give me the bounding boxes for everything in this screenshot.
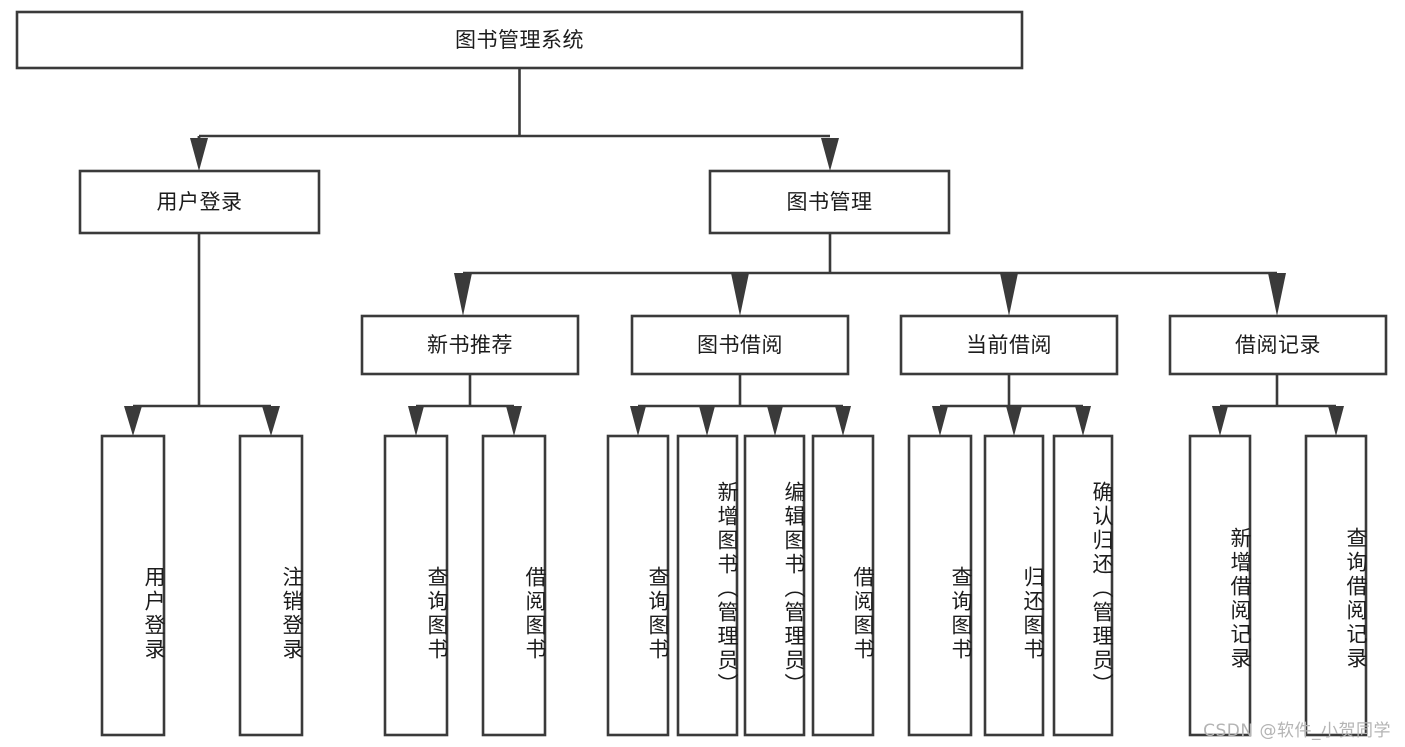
node-leaf-query-book-1-box[interactable] bbox=[383, 434, 449, 737]
arrow-head-leaf-query-book-3 bbox=[932, 406, 948, 436]
arrow-head-leaf-user-logout bbox=[262, 406, 280, 436]
node-current-borrow-box[interactable] bbox=[899, 314, 1119, 376]
arrow-head-new-book-rec bbox=[454, 273, 472, 316]
node-leaf-return-book-box[interactable] bbox=[983, 434, 1045, 737]
node-leaf-add-record-box[interactable] bbox=[1188, 434, 1252, 737]
node-current-borrow-label: 当前借阅 bbox=[966, 333, 1052, 357]
arrow-head-leaf-borrow-book-2 bbox=[835, 406, 851, 436]
node-borrow-record-label: 借阅记录 bbox=[1235, 333, 1321, 357]
arrow-head-leaf-confirm-return bbox=[1075, 406, 1091, 436]
node-leaf-borrow-book-1-box[interactable] bbox=[481, 434, 547, 737]
arrow-head-leaf-borrow-book-1 bbox=[506, 406, 522, 436]
arrow-head-leaf-edit-book bbox=[767, 406, 783, 436]
watermark-text: CSDN @软件_小贺同学 bbox=[1203, 721, 1391, 741]
node-book-borrow-box[interactable] bbox=[630, 314, 850, 376]
node-new-book-rec-box[interactable] bbox=[360, 314, 580, 376]
node-borrow-record-box[interactable] bbox=[1168, 314, 1388, 376]
arrow-head-leaf-query-book-2 bbox=[630, 406, 646, 436]
node-leaf-query-book-2-box[interactable] bbox=[606, 434, 670, 737]
node-leaf-borrow-book-2-box[interactable] bbox=[811, 434, 875, 737]
node-book-borrow-label: 图书借阅 bbox=[697, 333, 783, 357]
node-user-login-label: 用户登录 bbox=[157, 190, 243, 214]
node-new-book-rec-label: 新书推荐 bbox=[427, 333, 513, 357]
node-leaf-add-book-box[interactable] bbox=[676, 434, 739, 737]
arrow-head-leaf-query-record bbox=[1328, 406, 1344, 436]
arrow-head-leaf-add-record bbox=[1212, 406, 1228, 436]
node-leaf-edit-book-box[interactable] bbox=[743, 434, 806, 737]
node-book-manage-box[interactable] bbox=[708, 169, 951, 235]
arrow-head-current-borrow bbox=[1000, 273, 1018, 316]
node-leaf-user-login-box[interactable] bbox=[100, 434, 166, 737]
connector-layer bbox=[124, 68, 1344, 436]
node-user-login-box[interactable] bbox=[78, 169, 321, 235]
node-layer: 图书管理系统 用户登录 图书管理 新书推荐 图书借阅 当前借阅 借阅记录 bbox=[15, 10, 1388, 737]
arrow-head-borrow-record bbox=[1268, 273, 1286, 316]
node-root-label: 图书管理系统 bbox=[455, 28, 584, 52]
arrow-head-user-login bbox=[190, 138, 208, 171]
arrow-head-leaf-return-book bbox=[1006, 406, 1022, 436]
node-leaf-confirm-return-box[interactable] bbox=[1052, 434, 1114, 737]
arrow-head-leaf-query-book-1 bbox=[408, 406, 424, 436]
arrow-head-leaf-add-book bbox=[699, 406, 715, 436]
node-leaf-query-record-box[interactable] bbox=[1304, 434, 1368, 737]
node-leaf-query-book-3-box[interactable] bbox=[907, 434, 973, 737]
node-book-manage-label: 图书管理 bbox=[787, 190, 873, 214]
arrow-head-book-manage bbox=[821, 138, 839, 171]
node-root-box[interactable] bbox=[15, 10, 1024, 70]
node-leaf-user-logout-box[interactable] bbox=[238, 434, 304, 737]
arrow-head-leaf-user-login bbox=[124, 406, 142, 436]
arrow-head-book-borrow bbox=[731, 273, 749, 316]
